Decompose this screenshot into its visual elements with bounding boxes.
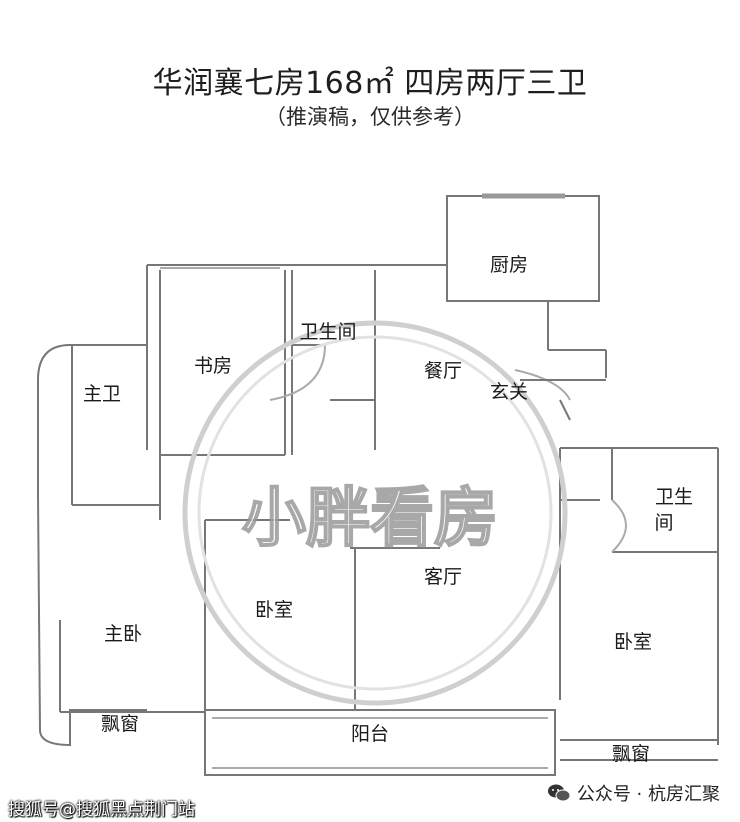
label-study: 书房 — [194, 355, 232, 377]
footer-account: 公众号 · 杭房汇聚 — [547, 780, 720, 806]
label-bathroom-top: 卫生间 — [299, 321, 356, 343]
page-title: 华润襄七房168㎡ 四房两厅三卫 — [152, 66, 588, 101]
label-living: 客厅 — [424, 566, 462, 588]
label-kitchen: 厨房 — [490, 254, 528, 276]
label-bedroom-center: 卧室 — [255, 599, 293, 621]
label-master-bath: 主卫 — [83, 383, 121, 405]
watermark: 小胖看房 — [182, 320, 568, 706]
label-master-bedroom: 主卧 — [104, 623, 142, 645]
label-bay-window-right: 飘窗 — [612, 743, 650, 765]
plan-walls — [37, 193, 719, 776]
label-entrance: 玄关 — [490, 381, 528, 403]
label-bedroom-right: 卧室 — [614, 631, 652, 653]
page-subtitle: （推演稿，仅供参考） — [265, 105, 475, 129]
watermark-text: 小胖看房 — [242, 482, 498, 556]
label-bay-window-left: 飘窗 — [101, 713, 139, 735]
wechat-icon — [547, 784, 571, 802]
label-bath-right-line1: 卫生 — [655, 486, 693, 508]
label-bath-right-line2: 间 — [654, 512, 673, 534]
footer-account-text: 公众号 · 杭房汇聚 — [576, 784, 720, 805]
footer-source: 搜狐号@搜狐黑点荆门站 — [8, 800, 195, 820]
label-balcony: 阳台 — [351, 723, 389, 745]
label-dining: 餐厅 — [424, 360, 462, 382]
